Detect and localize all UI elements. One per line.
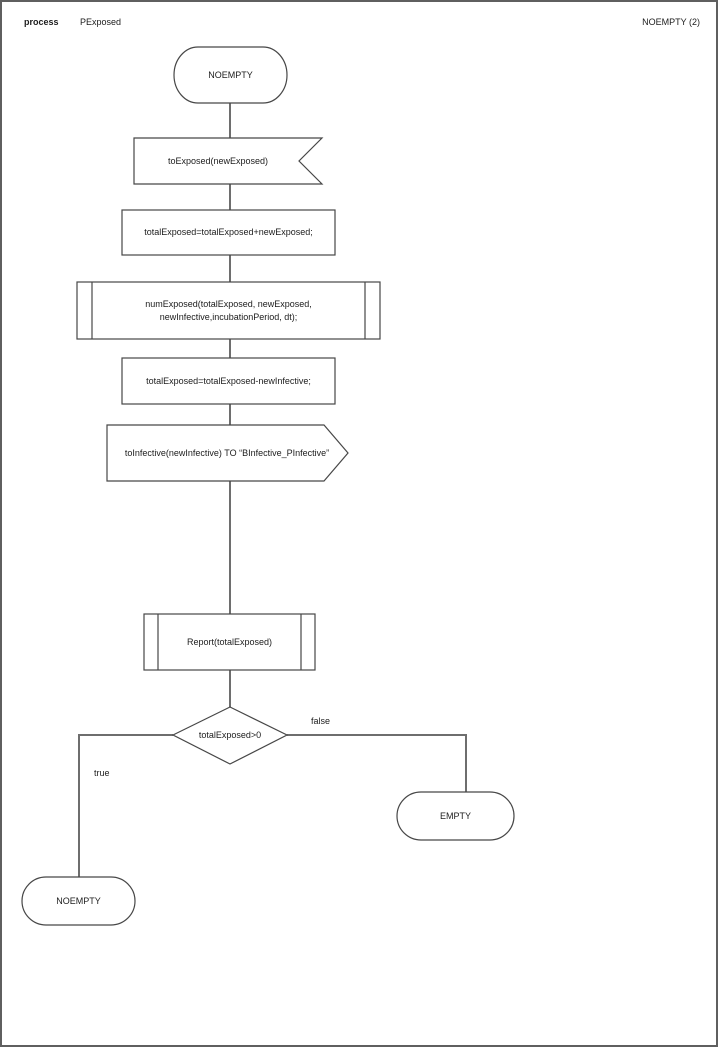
header-process-label: process xyxy=(24,17,59,27)
input-signal-shape xyxy=(133,137,324,185)
procedure-num-exposed-shape xyxy=(76,281,381,340)
false-branch-label: false xyxy=(311,716,331,726)
header-page-title: NOEMPTY (2) xyxy=(642,17,700,27)
output-signal-shape xyxy=(106,424,349,482)
true-branch-label: true xyxy=(94,768,110,778)
header-process-name: PExposed xyxy=(80,17,122,27)
start-state-shape xyxy=(173,46,288,104)
empty-state-shape xyxy=(396,791,515,841)
connector-true-branch xyxy=(78,734,173,877)
noempty-state-shape xyxy=(21,876,136,926)
connector-false-branch xyxy=(287,734,467,792)
task-subtract-shape xyxy=(121,357,336,405)
decision-shape xyxy=(171,706,289,765)
task-add-shape xyxy=(121,209,336,256)
procedure-report-shape xyxy=(143,613,316,671)
